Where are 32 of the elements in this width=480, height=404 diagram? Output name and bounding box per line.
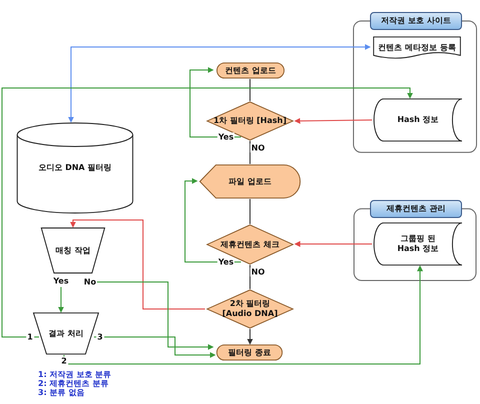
- arrow: [294, 118, 372, 124]
- edge-label: Yes: [52, 276, 70, 286]
- display-shape: 파일 업로드: [197, 164, 303, 199]
- arrow: [2, 88, 413, 338]
- arrow: [96, 282, 214, 350]
- edge-label: 2: [60, 356, 68, 366]
- arrow: [190, 67, 242, 138]
- decision-diamond: 2차 필터링 [Audio DNA]: [205, 289, 295, 329]
- edge-label: Yes: [217, 258, 235, 266]
- arrow: [68, 44, 371, 123]
- group-panel: [352, 200, 478, 282]
- edge-label: 3: [96, 332, 104, 342]
- arrow: [294, 241, 372, 247]
- edge-label: NO: [250, 268, 266, 276]
- edge-label: 1: [26, 332, 34, 342]
- manual-operation-box: 매칭 작업: [40, 227, 106, 274]
- group-panel: [352, 12, 478, 154]
- panel-title: 제휴컨텐츠 관리: [370, 200, 462, 218]
- edge-label: NO: [250, 144, 266, 152]
- arrow: [184, 178, 242, 262]
- panel-title: 저작권 보호 사이트: [370, 12, 462, 30]
- arrow: [70, 220, 206, 310]
- legend-note: 3: 분류 없음: [38, 388, 84, 397]
- edge-label: No: [82, 278, 98, 286]
- arrow: [247, 328, 253, 345]
- legend-note: 2: 제휴컨텐츠 분류: [38, 379, 108, 388]
- arrow: [58, 286, 64, 313]
- legend-note: 1: 저작권 보호 분류: [38, 370, 112, 379]
- database-cylinder: 오디오 DNA 필터링: [16, 122, 134, 214]
- edge-label: Yes: [217, 132, 235, 142]
- arrow: [64, 265, 423, 364]
- arrow: [94, 336, 216, 358]
